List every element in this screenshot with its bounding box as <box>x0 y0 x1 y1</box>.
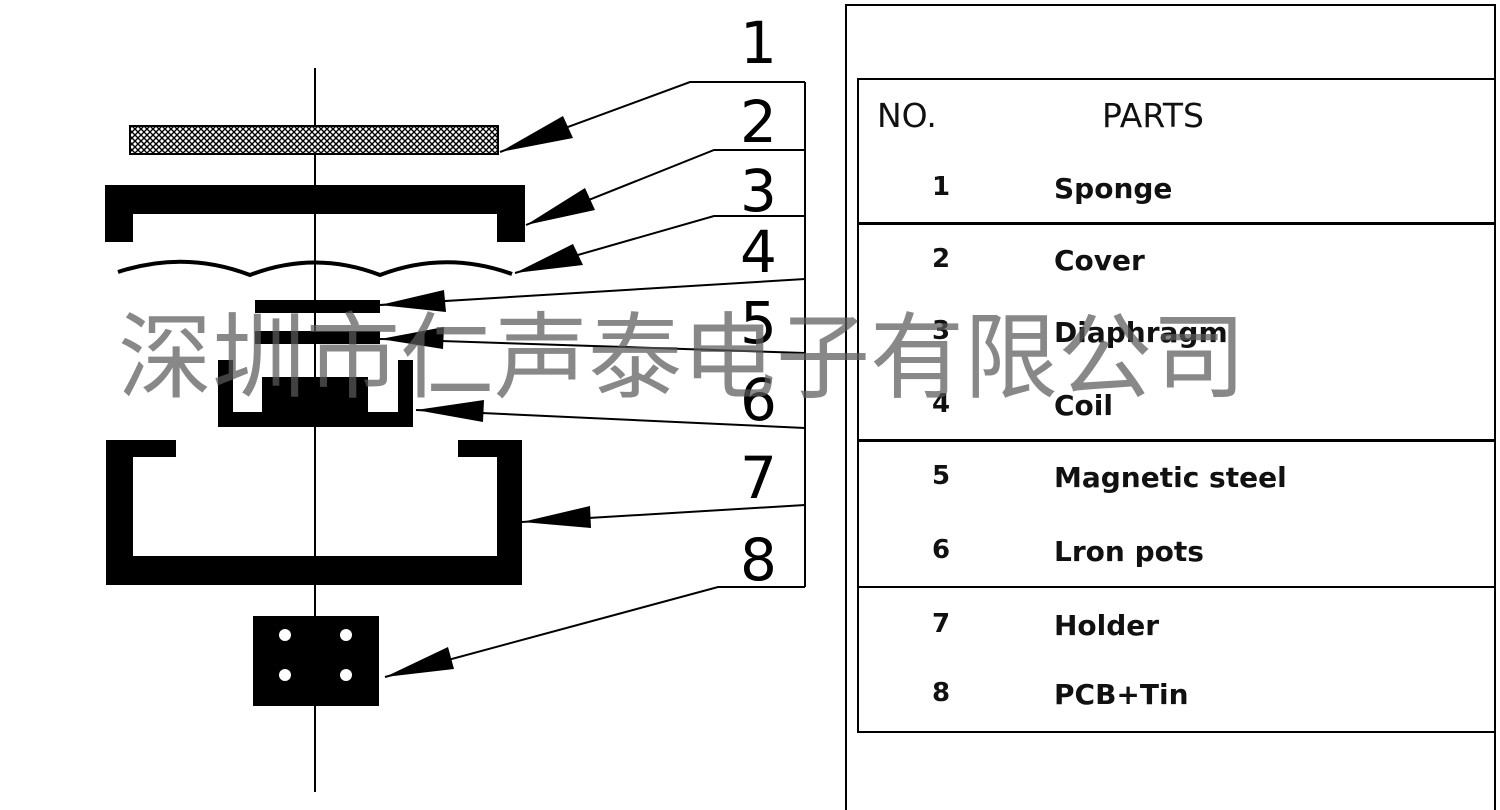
part-cover <box>105 185 525 242</box>
table-top-rule <box>857 78 1494 80</box>
callout-6: 6 <box>740 366 777 434</box>
header-parts: PARTS <box>1102 96 1204 135</box>
row-no: 3 <box>932 316 951 346</box>
table-bottom-rule <box>857 731 1494 733</box>
table-row: 7 Holder <box>847 609 1494 649</box>
part-diaphragm <box>117 259 513 278</box>
part-coil-top <box>255 300 380 313</box>
part-sponge <box>129 125 499 155</box>
table-left-rule <box>857 78 859 733</box>
callout-4: 4 <box>740 218 777 286</box>
parts-table: NO. PARTS 1 Sponge 2 Cover 3 Diaphragm 4… <box>845 4 1496 810</box>
row-part: Magnetic steel <box>1054 461 1287 494</box>
callout-1: 1 <box>740 9 777 77</box>
table-row: 8 PCB+Tin <box>847 678 1494 718</box>
row-divider <box>857 222 1494 225</box>
part-magnetic-steel <box>262 377 368 412</box>
part-holder <box>106 440 522 585</box>
table-row: 3 Diaphragm <box>847 316 1494 356</box>
part-coil-bottom <box>255 331 380 344</box>
row-no: 5 <box>932 461 951 491</box>
pcb-pad <box>279 629 291 641</box>
header-no: NO. <box>877 96 937 135</box>
exploded-diagram: 1 2 3 4 5 6 7 8 <box>105 9 806 792</box>
callout-7: 7 <box>740 444 777 512</box>
row-part: Coil <box>1054 389 1113 422</box>
part-pcb <box>253 616 379 706</box>
row-part: Holder <box>1054 609 1160 642</box>
callout-3: 3 <box>740 157 777 225</box>
table-row: 6 Lron pots <box>847 535 1494 575</box>
row-part: Sponge <box>1054 172 1173 205</box>
row-no: 7 <box>932 609 951 639</box>
part-iron-pot <box>218 360 413 427</box>
row-part: Diaphragm <box>1054 316 1228 349</box>
callout-8: 8 <box>740 526 777 594</box>
table-row: 1 Sponge <box>847 172 1494 212</box>
table-row: 4 Coil <box>847 389 1494 429</box>
row-no: 6 <box>932 535 951 565</box>
row-no: 4 <box>932 389 951 419</box>
pcb-pad <box>340 669 352 681</box>
row-no: 2 <box>932 244 951 274</box>
table-row: 5 Magnetic steel <box>847 461 1494 501</box>
row-part: PCB+Tin <box>1054 678 1189 711</box>
pcb-pad <box>279 669 291 681</box>
row-divider <box>857 586 1494 588</box>
row-no: 1 <box>932 172 951 202</box>
row-no: 8 <box>932 678 951 708</box>
row-divider <box>857 439 1494 442</box>
arrowheads <box>380 116 595 677</box>
pcb-pad <box>340 629 352 641</box>
row-part: Lron pots <box>1054 535 1204 568</box>
callout-2: 2 <box>740 88 777 156</box>
table-row: 2 Cover <box>847 244 1494 284</box>
callout-5: 5 <box>740 289 777 357</box>
row-part: Cover <box>1054 244 1145 277</box>
